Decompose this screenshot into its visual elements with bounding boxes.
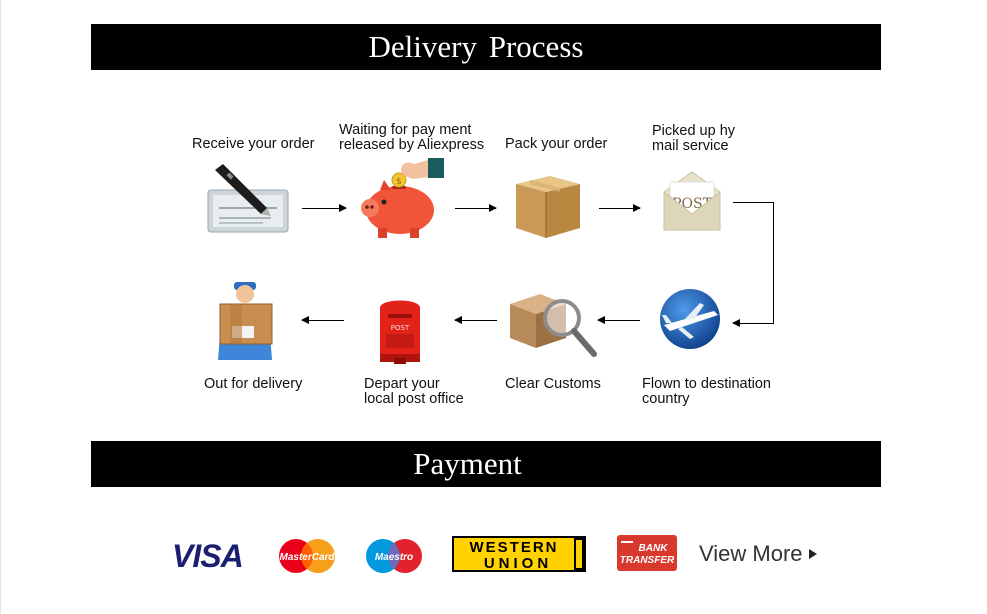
arrow-2-to-3 <box>455 204 497 212</box>
mastercard-logo-text: MasterCard <box>279 552 335 563</box>
post-envelope-icon: POST <box>660 168 724 234</box>
payment-banner: Payment <box>91 441 881 487</box>
cardboard-box-icon <box>510 170 582 240</box>
svg-text:UNION: UNION <box>484 555 552 572</box>
piggy-bank-icon: $ <box>358 158 446 240</box>
svg-text:WESTERN: WESTERN <box>470 539 559 556</box>
maestro-logo-text: Maestro <box>375 552 413 563</box>
payment-title: Payment <box>413 446 522 481</box>
view-more-label[interactable]: View More <box>699 541 803 566</box>
arrow-3-to-4 <box>599 204 641 212</box>
visa-logo: VISA <box>170 536 250 579</box>
svg-text:TRANSFER: TRANSFER <box>620 555 675 566</box>
arrow-6-to-7 <box>454 316 497 324</box>
step-receive-order-label: Receive your order <box>192 136 315 152</box>
connector-vertical <box>773 202 774 324</box>
mailbox-icon: POST <box>374 292 426 364</box>
arrow-5-to-6 <box>597 316 640 324</box>
step-pack-order-label: Pack your order <box>505 136 608 152</box>
maestro-logo: Maestro <box>363 538 425 579</box>
delivery-process-banner: Delivery Process <box>91 24 881 70</box>
svg-text:POST: POST <box>391 324 410 332</box>
western-union-logo: WESTERN UNION <box>452 536 586 577</box>
svg-text:$: $ <box>396 177 402 187</box>
visa-logo-text: VISA <box>172 538 243 574</box>
magnifier-box-icon <box>506 286 600 360</box>
bank-transfer-logo: BANK TRANSFER <box>617 535 677 576</box>
connector-top <box>733 202 774 203</box>
courier-icon <box>210 278 282 364</box>
arrow-1-to-2 <box>302 204 347 212</box>
arrow-7-to-8 <box>301 316 344 324</box>
mastercard-logo: MasterCard <box>276 538 338 579</box>
connector-bottom-arrow <box>732 319 774 327</box>
step-clear-customs-label: Clear Customs <box>505 376 601 392</box>
view-more-link[interactable]: View More <box>699 540 817 568</box>
airplane-globe-icon <box>656 287 724 351</box>
play-arrow-icon <box>808 549 817 559</box>
step-out-for-delivery-label: Out for delivery <box>204 376 303 392</box>
check-pen-icon <box>205 160 291 236</box>
page-edge-line <box>0 0 1 614</box>
delivery-process-title: Delivery Process <box>368 29 584 64</box>
svg-text:BANK: BANK <box>639 543 669 554</box>
